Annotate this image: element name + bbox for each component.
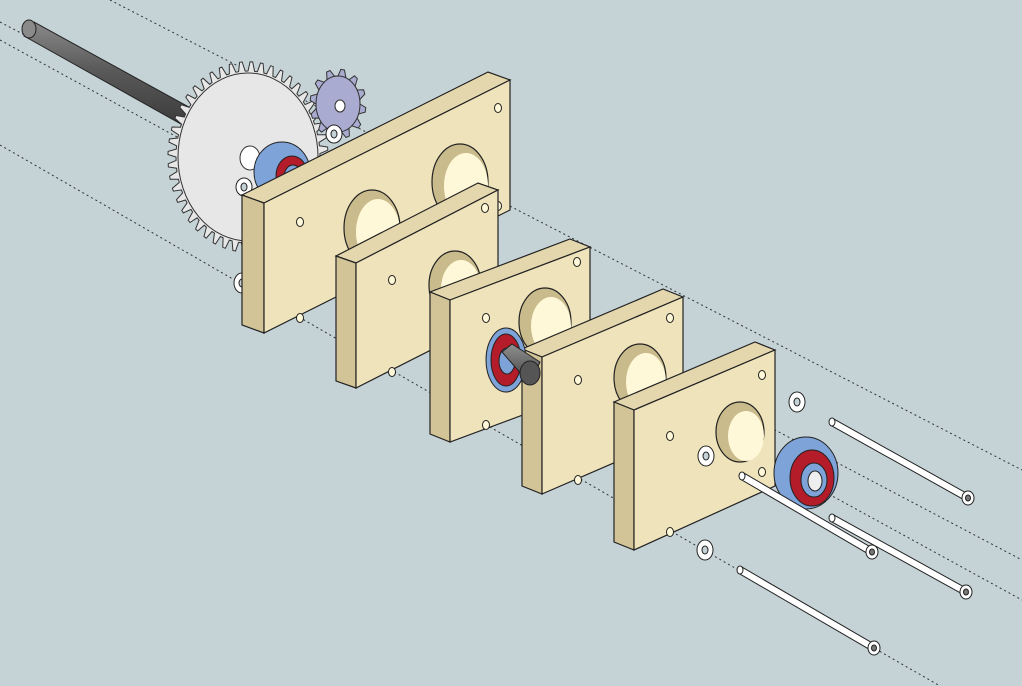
bolt-hole [574, 375, 582, 385]
stub-shaft [501, 343, 541, 386]
bolt-hole [388, 275, 396, 285]
axis-line [0, 39, 1022, 601]
cap-screw [828, 513, 973, 600]
washer [325, 124, 343, 144]
bolt-hole [573, 257, 581, 267]
cap-screw [828, 417, 975, 506]
bolt-hole [666, 431, 674, 441]
bolt-hole [388, 367, 396, 377]
cap-screw [738, 471, 879, 560]
washer [696, 539, 714, 561]
bolt-hole [494, 103, 502, 113]
axis-line [0, 144, 941, 686]
bolt-hole [758, 467, 766, 477]
mounting-plate-2 [334, 182, 500, 389]
pinion-gear [309, 68, 367, 140]
bolt-hole [482, 420, 490, 430]
washer [788, 391, 806, 413]
bolt-hole [296, 313, 304, 323]
bolt-hole [758, 370, 766, 380]
bolt-hole [482, 313, 490, 323]
bolt-hole [296, 217, 304, 227]
cap-screw [736, 565, 881, 656]
washer [697, 445, 715, 467]
bolt-hole [574, 475, 582, 485]
bolt-hole [481, 203, 489, 213]
ball-bearing [773, 436, 839, 510]
bolt-hole [666, 527, 674, 537]
bolt-hole [666, 313, 674, 323]
bolt-set [736, 417, 975, 656]
